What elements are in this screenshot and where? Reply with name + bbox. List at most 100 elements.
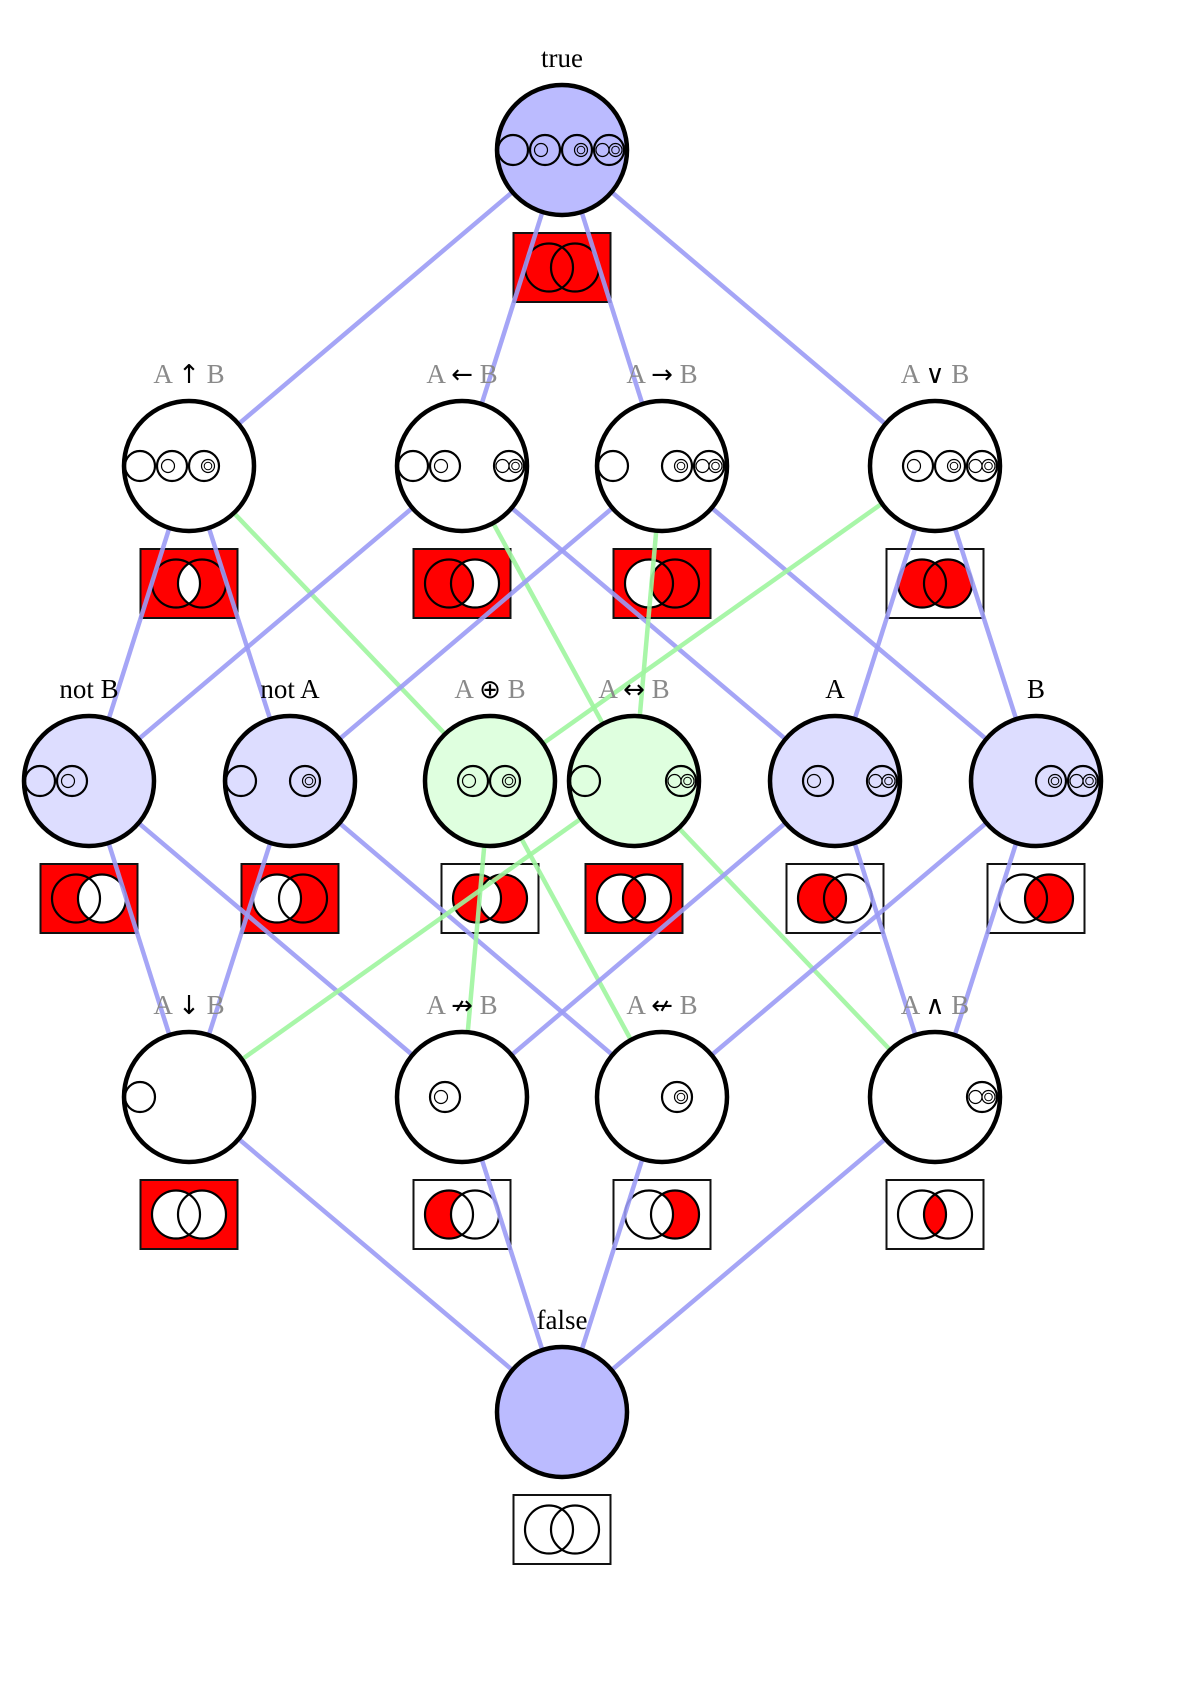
- venn-frame: [885, 1179, 985, 1250]
- label-operator: ↓: [178, 991, 200, 1021]
- node-circle: [121, 1029, 257, 1165]
- marker-b-outer: [508, 458, 523, 474]
- venn-frame: [39, 863, 139, 934]
- venn-diagram-conv: [412, 548, 512, 619]
- venn-frame: [785, 863, 885, 934]
- venn-intersection-region: [924, 1190, 946, 1239]
- label-var-a: A: [626, 990, 651, 1020]
- venn-diagram-or: [885, 548, 985, 619]
- label-var-b: B: [501, 674, 526, 704]
- truth-row-circle-1: [428, 1080, 462, 1114]
- node-label: A ← B: [426, 359, 497, 390]
- label-var-a: A: [901, 990, 926, 1020]
- venn-intersection-region: [279, 874, 301, 923]
- label-var-a: A: [454, 674, 479, 704]
- label-operator: ∧: [925, 991, 944, 1021]
- marker-b-outer: [881, 773, 896, 789]
- marker-b-outer: [680, 773, 695, 789]
- venn-diagram-b: [986, 863, 1086, 934]
- marker-b-inner: [984, 1092, 993, 1102]
- marker-b-outer: [981, 1089, 996, 1105]
- truth-row-circle-3: [592, 133, 626, 167]
- label-operator: ↚: [651, 991, 673, 1021]
- marker-b-inner: [711, 461, 720, 471]
- label-operator: ∨: [925, 360, 944, 390]
- truth-row-circle-3: [692, 449, 726, 483]
- label-operator: ←: [451, 360, 473, 390]
- venn-frame: [139, 1179, 239, 1250]
- truth-row-circle-2: [933, 449, 967, 483]
- venn-diagram-impl: [612, 548, 712, 619]
- node-circle: [494, 1344, 630, 1480]
- truth-row-circle-0: [224, 764, 258, 798]
- venn-layer: [39, 232, 1086, 1565]
- venn-intersection-region: [551, 243, 573, 292]
- truth-row-circle-2: [660, 449, 694, 483]
- marker-a: [906, 458, 922, 474]
- marker-a: [533, 142, 549, 158]
- node-label: A → B: [626, 359, 697, 390]
- venn-circle-a: [423, 1189, 475, 1240]
- venn-diagram-nand: [139, 548, 239, 619]
- marker-b-inner: [676, 1092, 686, 1102]
- marker-b-inner: [683, 776, 692, 786]
- truth-row-circle-2: [187, 449, 221, 483]
- node-false: false: [494, 1305, 630, 1480]
- venn-frame: [139, 548, 239, 619]
- edge-nand-to-xor: [187, 464, 492, 783]
- truth-row-circle-0: [496, 133, 530, 167]
- truth-row-circle-2: [560, 133, 594, 167]
- marker-b-inner: [884, 776, 893, 786]
- venn-frame: [612, 548, 712, 619]
- label-operator: ⊕: [479, 675, 501, 705]
- marker-b-outer: [200, 458, 216, 474]
- venn-circle-a: [50, 873, 102, 924]
- marker-b-outer: [1082, 773, 1097, 789]
- venn-diagram-notb: [39, 863, 139, 934]
- edge-impl-to-b: [660, 464, 1038, 783]
- marker-b-outer: [301, 773, 317, 789]
- marker-b-inner: [511, 461, 520, 471]
- label-var-b: B: [473, 990, 498, 1020]
- marker-b-outer: [708, 458, 723, 474]
- label-var-b: B: [473, 359, 498, 389]
- venn-intersection-region: [178, 1190, 200, 1239]
- node-label: true: [541, 43, 583, 73]
- node-label: A ↔ B: [598, 674, 669, 705]
- node-label: B: [1027, 674, 1045, 704]
- marker-b-inner: [1050, 776, 1060, 786]
- venn-diagram-nimpl: [412, 1179, 512, 1250]
- truth-row-circle-1: [428, 449, 462, 483]
- venn-diagram-false: [512, 1494, 612, 1565]
- marker-b-inner: [1085, 776, 1094, 786]
- edge-iff-to-and: [632, 779, 937, 1099]
- marker-a: [806, 773, 822, 789]
- venn-intersection-region: [479, 874, 501, 923]
- truth-row-circle-1: [456, 764, 490, 798]
- node-label: false: [537, 1305, 588, 1335]
- venn-circle-a: [896, 1189, 948, 1240]
- venn-intersection-region: [924, 559, 946, 608]
- truth-row-circle-3: [965, 1080, 999, 1114]
- edge-true-to-nand: [187, 148, 564, 468]
- node-circle: [394, 1029, 530, 1165]
- truth-row-circle-3: [1066, 764, 1100, 798]
- venn-diagram-true: [512, 232, 612, 303]
- node-a: A: [767, 674, 903, 849]
- node-impl: A → B: [594, 359, 730, 534]
- venn-intersection-region: [451, 559, 473, 608]
- label-var-a: A: [598, 674, 623, 704]
- marker-b-outer: [573, 142, 589, 158]
- truth-row-circle-1: [55, 764, 89, 798]
- label-var-a: A: [426, 990, 451, 1020]
- label-var-b: B: [673, 990, 698, 1020]
- marker-a: [461, 773, 477, 789]
- venn-diagram-nor: [139, 1179, 239, 1250]
- truth-row-circle-0: [568, 764, 602, 798]
- marker-b-inner: [611, 145, 620, 155]
- node-and: A ∧ B: [867, 990, 1003, 1165]
- edge-or-to-xor: [488, 464, 937, 783]
- node-label: A ∨ B: [901, 359, 970, 390]
